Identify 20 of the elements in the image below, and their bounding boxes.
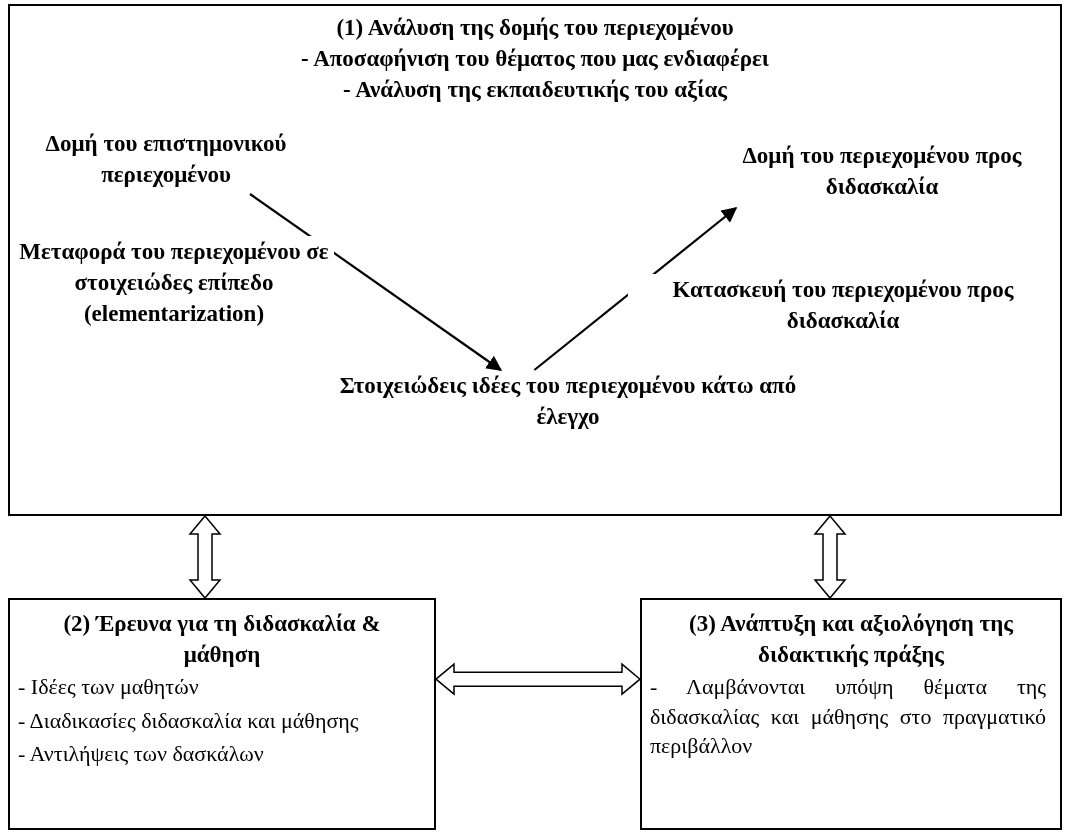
- heading-line: - Αποσαφήνιση του θέματος που μας ενδιαφέρει: [300, 45, 770, 74]
- double-block-arrow: [434, 662, 642, 696]
- panel-heading: (1) Ανάλυση της δομής του περιεχομένου: [335, 14, 735, 42]
- concept-label: Δομή του επιστημονικού περιεχομένου: [44, 130, 288, 190]
- heading-line: - Ανάλυση της εκπαιδευτικής του αξίας: [342, 76, 728, 105]
- box-heading: (2) Έρευνα για τη διδασκαλία & μάθηση: [62, 610, 382, 670]
- bullet-text: - Αντιλήψεις των δασκάλων: [18, 740, 265, 769]
- double-block-arrow: [188, 514, 222, 600]
- bullet-text: - Λαμβάνονται υπόψη θέματα της διδασκαλίας και μάθησης στο πραγματικό περιβάλλον: [650, 673, 1046, 761]
- double-block-arrow: [813, 514, 847, 600]
- bullet-text: - Διαδικασίες διδασκαλία και μάθησης: [18, 706, 360, 735]
- box-heading: (3) Ανάπτυξη και αξιολόγηση της διδακτικής πράξης: [688, 610, 1014, 670]
- concept-label: Στοιχειώδεις ιδέες του περιεχομένου κάτω από έλεγχο: [338, 372, 798, 432]
- bullet-text: - Ιδέες των μαθητών: [18, 673, 200, 702]
- arrow: [533, 207, 738, 371]
- content-analysis-panel: [8, 4, 1062, 516]
- process-box: [8, 598, 436, 830]
- process-box: [640, 598, 1062, 830]
- arrow: [249, 193, 503, 371]
- concept-label: Δομή του περιεχομένου προς διδασκαλία: [741, 142, 1023, 202]
